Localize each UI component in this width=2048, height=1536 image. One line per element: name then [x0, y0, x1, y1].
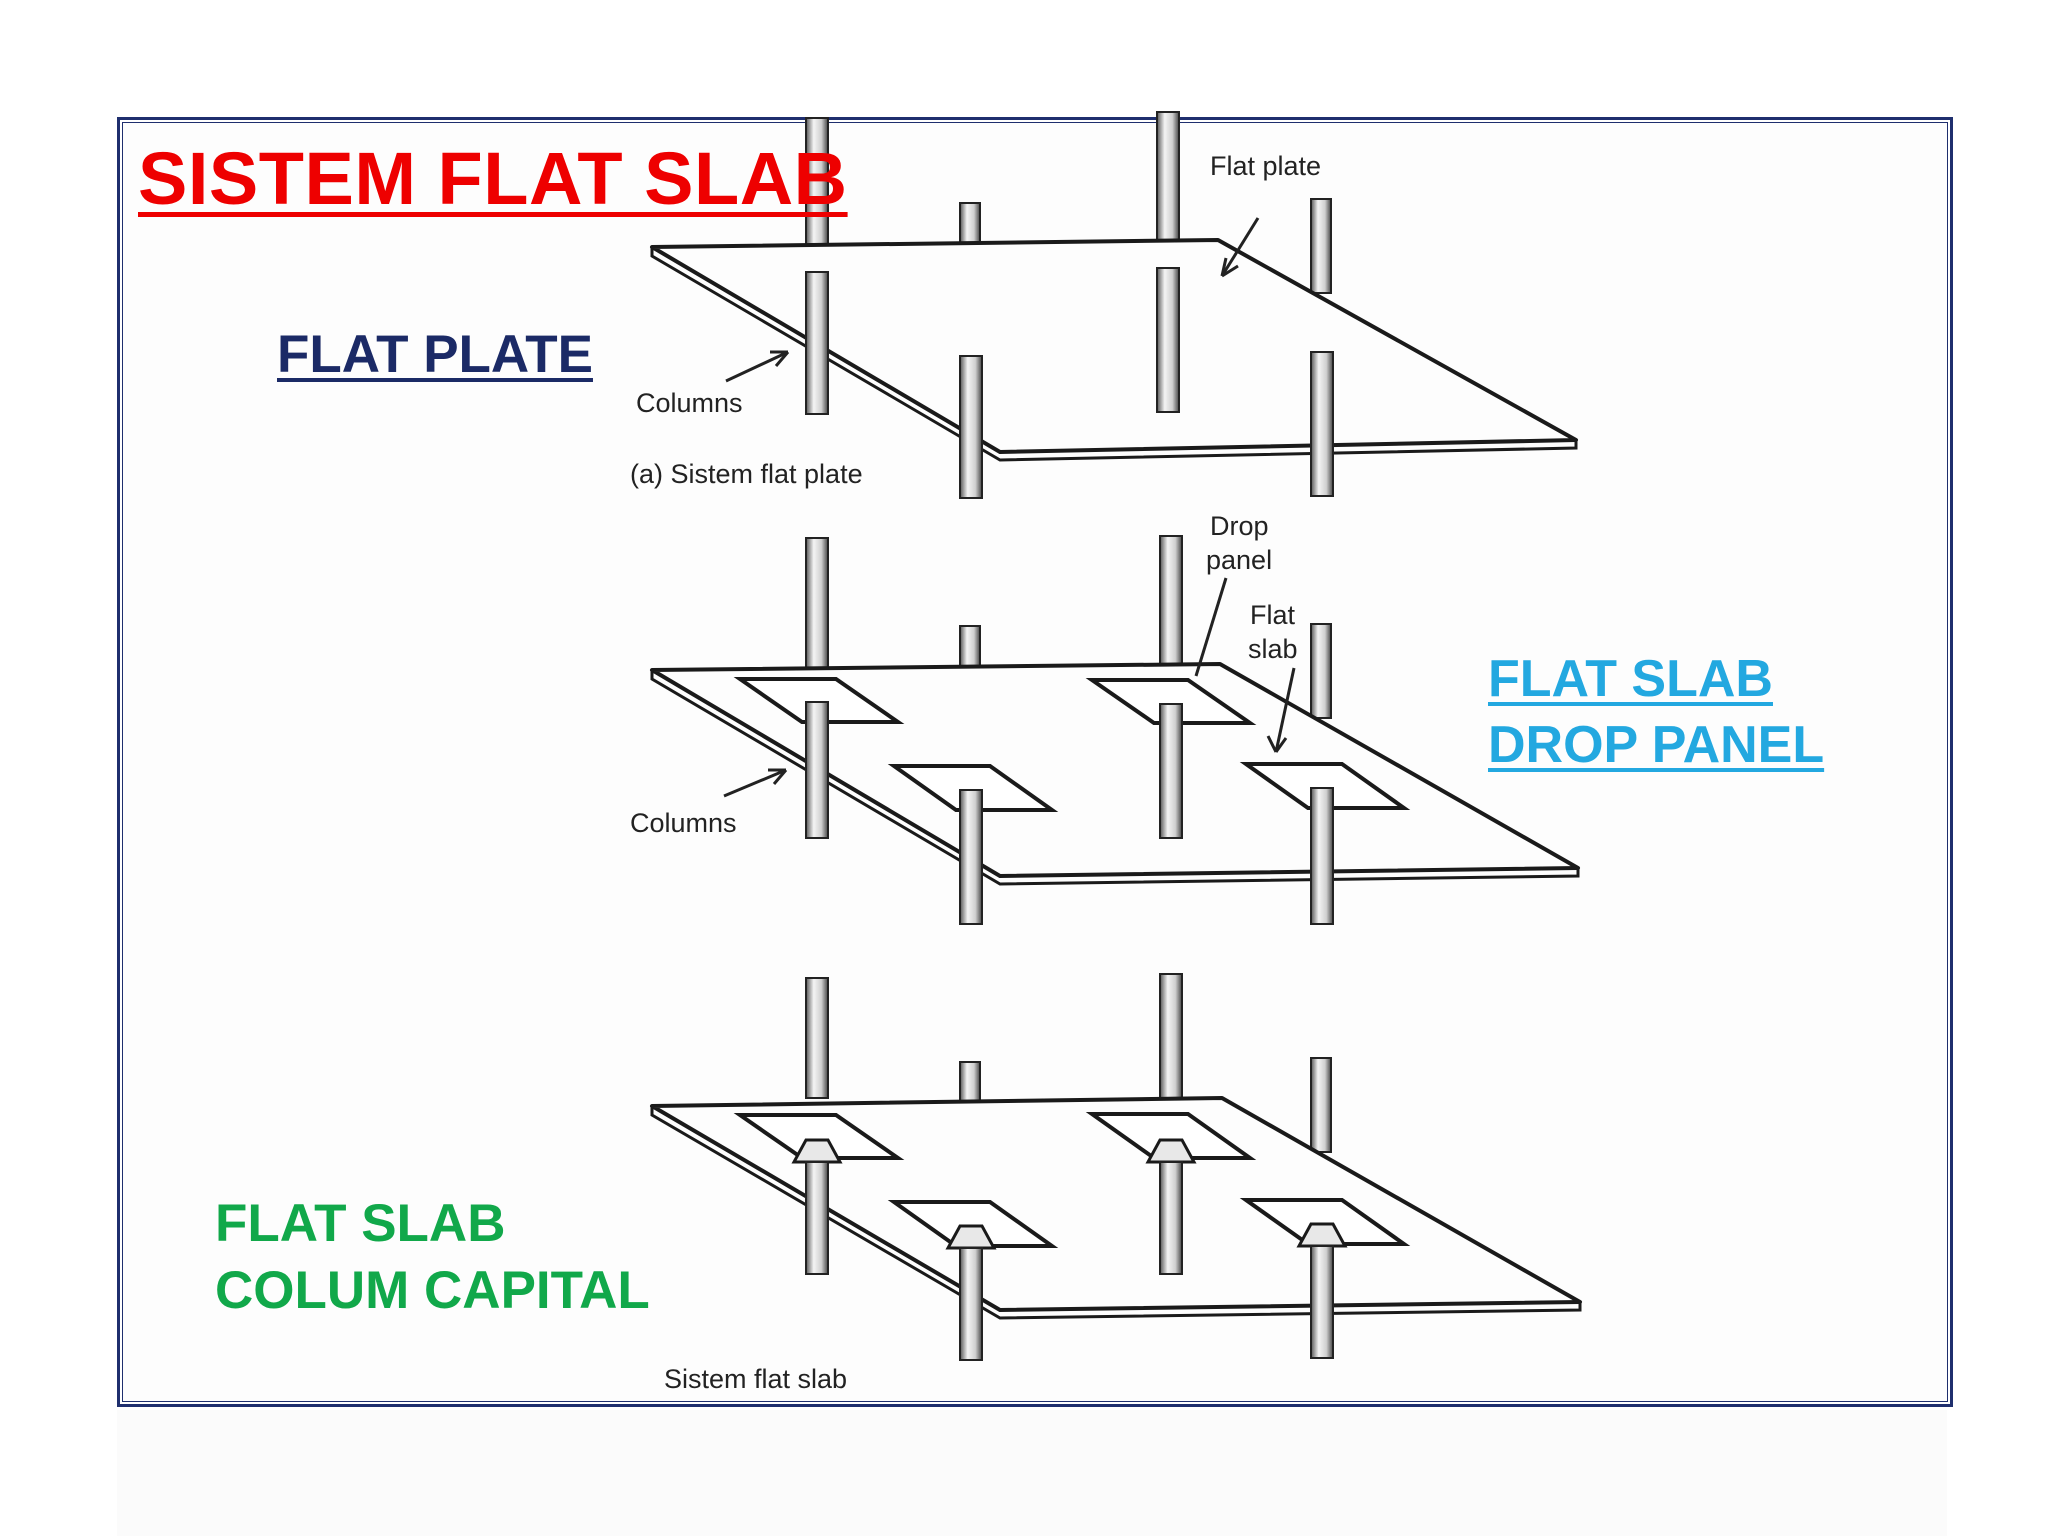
caption-drop: Drop [1210, 511, 1269, 541]
column [959, 355, 983, 499]
column [1310, 623, 1332, 719]
label-flat-slab-column-capital: FLAT SLAB COLUM CAPITAL [215, 1190, 650, 1324]
label-flat-plate: FLAT PLATE [277, 325, 593, 384]
column [805, 1161, 829, 1275]
column-capital [1296, 1222, 1348, 1248]
column [1159, 703, 1183, 839]
column [959, 625, 981, 671]
label-line: COLUM CAPITAL [215, 1261, 650, 1320]
figure-column-capital: Sistem flat slab [650, 973, 1582, 1394]
caption-sistem-flat-slab: Sistem flat slab [664, 1364, 847, 1394]
label-line: FLAT SLAB [215, 1194, 506, 1253]
caption-sistem-flat-plate: (a) Sistem flat plate [630, 459, 863, 489]
column [1156, 111, 1180, 243]
column [1159, 973, 1183, 1099]
drop-panel [887, 1200, 1059, 1248]
drop-panel [1239, 762, 1411, 810]
drop-panel [1085, 678, 1257, 725]
label-flat-slab-drop-panel: FLAT SLAB DROP PANEL [1488, 646, 1824, 778]
caption-columns: Columns [636, 388, 743, 418]
column [1159, 1161, 1183, 1275]
column [805, 977, 829, 1099]
drop-panel [1085, 1112, 1257, 1160]
column-capital [791, 1138, 843, 1164]
slide-title: SISTEM FLAT SLAB [138, 137, 848, 220]
caption-columns: Columns [630, 808, 737, 838]
column [959, 1247, 983, 1361]
column-capital [945, 1224, 997, 1250]
drop-panel [887, 764, 1059, 812]
column [805, 271, 829, 415]
column [959, 1061, 981, 1103]
drop-panel [733, 677, 905, 724]
figure-flat-plate: Flat plate Columns (a) Sistem flat plate [630, 111, 1578, 499]
column [959, 202, 981, 246]
drop-panel [733, 1113, 905, 1160]
caption-flat-plate: Flat plate [1210, 151, 1321, 181]
column [1310, 351, 1334, 497]
column [1310, 198, 1332, 294]
column-capital [1145, 1138, 1197, 1164]
figure-drop-panel: Drop panel Flat slab Columns [630, 511, 1580, 925]
column [1156, 267, 1180, 413]
slab [650, 238, 1578, 454]
column [805, 537, 829, 669]
column [1310, 787, 1334, 925]
label-line: DROP PANEL [1488, 716, 1825, 774]
column [1310, 1245, 1334, 1359]
caption-panel: panel [1206, 545, 1272, 575]
column [1310, 1057, 1332, 1153]
slab-edge [650, 247, 1578, 462]
column [1159, 535, 1183, 667]
drop-panel [1239, 1198, 1411, 1246]
column [805, 701, 829, 839]
caption-slab: slab [1248, 634, 1298, 664]
bottom-band [117, 1410, 1947, 1536]
column [959, 789, 983, 925]
caption-flat: Flat [1250, 600, 1296, 630]
label-line: FLAT SLAB [1488, 650, 1773, 708]
